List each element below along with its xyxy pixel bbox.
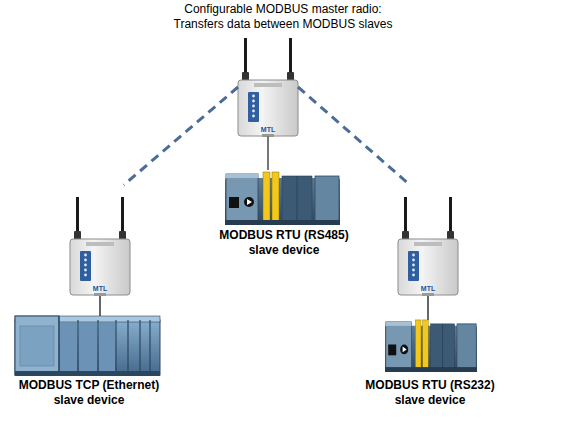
tcp-module <box>99 323 115 371</box>
radio-cable <box>427 296 429 320</box>
tcp-module-face <box>20 326 54 366</box>
slave-device-node: MODBUS RTU (RS232) slave device <box>380 185 480 410</box>
slave-device-node: MODBUS TCP (Ethernet) slave device <box>10 185 168 410</box>
plc-device <box>225 172 340 225</box>
device-label: MODBUS RTU (RS485) slave device <box>208 228 360 258</box>
tcp-rail <box>15 371 160 376</box>
device-label: MODBUS RTU (RS232) slave device <box>355 378 505 408</box>
module-separator <box>97 320 98 375</box>
plc-device <box>385 320 477 372</box>
module-separator <box>77 320 78 375</box>
radio-cable <box>267 136 269 170</box>
module-separator <box>149 320 150 375</box>
module-separator <box>139 320 140 375</box>
device-label: MODBUS TCP (Ethernet) slave device <box>10 378 168 408</box>
module-separator <box>58 316 59 375</box>
radio-caption: Configurable MODBUS master radio: Transf… <box>168 2 398 32</box>
slave-radio <box>70 197 130 296</box>
slave-radio <box>398 197 458 296</box>
master-radio <box>238 38 298 137</box>
tcp-device <box>15 316 160 376</box>
brand-logo: MTL <box>248 125 288 134</box>
radio-link <box>124 87 238 185</box>
radio-link <box>298 87 410 185</box>
slave-device-node: MODBUS RTU (RS485) slave device <box>218 170 350 258</box>
module-separator <box>115 320 116 375</box>
module-separator <box>127 320 128 375</box>
tcp-power-module <box>15 316 59 375</box>
radio-cable <box>99 296 101 318</box>
master-radio-node: Configurable MODBUS master radio: Transf… <box>238 38 298 136</box>
brand-logo: MTL <box>408 284 448 293</box>
tcp-module <box>79 323 97 371</box>
tcp-module <box>60 323 77 371</box>
brand-logo: MTL <box>80 284 120 293</box>
